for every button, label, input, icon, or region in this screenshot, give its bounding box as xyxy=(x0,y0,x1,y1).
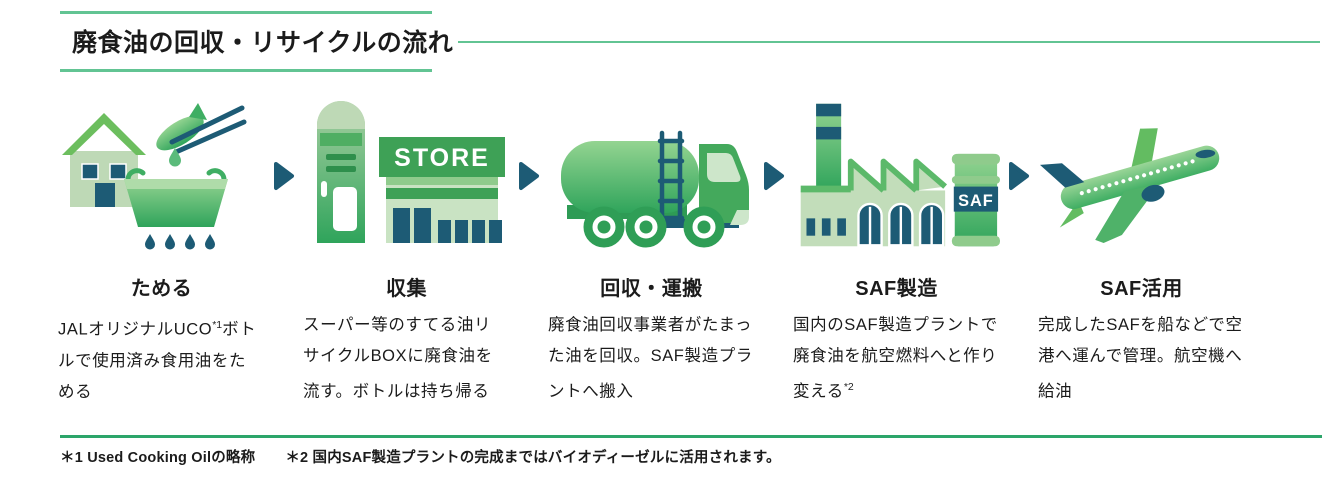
step-title: ためる xyxy=(130,278,193,300)
step-description: 完成したSAFを船などで空港へ運んで管理。航空機へ給油 xyxy=(1038,310,1243,408)
desc-text: 完成したSAFを船などで空港へ運んで管理。航空機へ給油 xyxy=(1038,316,1243,401)
desc-text: JALオリジナルUCO xyxy=(58,320,213,339)
step-saf-katsuyo: SAF活用 完成したSAFを船などで空港へ運んで管理。航空機へ給油 xyxy=(1038,90,1245,408)
process-flow: ためる JALオリジナルUCO*1ボトルで使用済み食用油をためる xyxy=(58,90,1245,408)
desc-text: 国内のSAF製造プラントで廃食油を航空燃料へと作り変える xyxy=(793,316,998,401)
step-title: SAF製造 xyxy=(855,278,938,300)
step-title: 回収・運搬 xyxy=(600,278,703,300)
flow-arrow-icon xyxy=(755,90,793,262)
page-title: 廃食油の回収・リサイクルの流れ xyxy=(72,29,454,57)
footnote-ref: *1 xyxy=(212,319,223,331)
step-kaishu-unpan: 回収・運搬 廃食油回収事業者がたまった油を回収。SAF製造プラントへ搬入 xyxy=(548,90,755,408)
tanker-truck-icon xyxy=(548,90,755,262)
footnote-ref: *2 xyxy=(843,381,854,393)
desc-text: 廃食油回収事業者がたまった油を回収。SAF製造プラントへ搬入 xyxy=(548,316,753,401)
airplane-icon xyxy=(1038,90,1245,262)
store-sign-label: STORE xyxy=(394,144,490,172)
footnote-1: ＊1 Used Cooking Oilの略称 xyxy=(60,450,256,466)
step-description: スーパー等のすてる油リサイクルBOXに廃食油を流す。ボトルは持ち帰る xyxy=(303,310,508,408)
step-shushu: STORE 収集 スーパー等のすてる油リサイクルBOXに廃食油を流す。ボトルは持… xyxy=(303,90,510,408)
footnote-2: ＊2 国内SAF製造プラントの完成まではバイオディーゼルに活用されます。 xyxy=(285,450,781,466)
step-title: 収集 xyxy=(386,278,427,300)
saf-barrel-label: SAF xyxy=(958,192,994,210)
step-description: 廃食油回収事業者がたまった油を回収。SAF製造プラントへ搬入 xyxy=(548,310,753,408)
step-description: 国内のSAF製造プラントで廃食油を航空燃料へと作り変える*2 xyxy=(793,310,998,408)
footer-rule xyxy=(60,435,1322,438)
flow-arrow-icon xyxy=(510,90,548,262)
desc-text: スーパー等のすてる油リサイクルBOXに廃食油を流す。ボトルは持ち帰る xyxy=(303,316,493,401)
footnotes: ＊1 Used Cooking Oilの略称 ＊2 国内SAF製造プラントの完成ま… xyxy=(60,446,781,467)
flow-arrow-icon xyxy=(265,90,303,262)
saf-plant-and-barrel-icon: SAF xyxy=(793,90,1000,262)
recycle-box-and-store-icon: STORE xyxy=(303,90,510,262)
title-block: 廃食油の回収・リサイクルの流れ xyxy=(60,11,454,72)
house-and-oil-pot-icon xyxy=(58,90,265,262)
step-tameru: ためる JALオリジナルUCO*1ボトルで使用済み食用油をためる xyxy=(58,90,265,408)
step-saf-seizo: SAF SAF製造 国内のSAF製造プラントで廃食油を航空燃料へと作り変える*2 xyxy=(793,90,1000,408)
desc-text: ボトルで使用済み食用油をためる xyxy=(58,320,257,401)
step-description: JALオリジナルUCO*1ボトルで使用済み食用油をためる xyxy=(58,310,263,408)
flow-arrow-icon xyxy=(1000,90,1038,262)
title-side-rule xyxy=(458,41,1320,43)
step-title: SAF活用 xyxy=(1100,278,1183,300)
